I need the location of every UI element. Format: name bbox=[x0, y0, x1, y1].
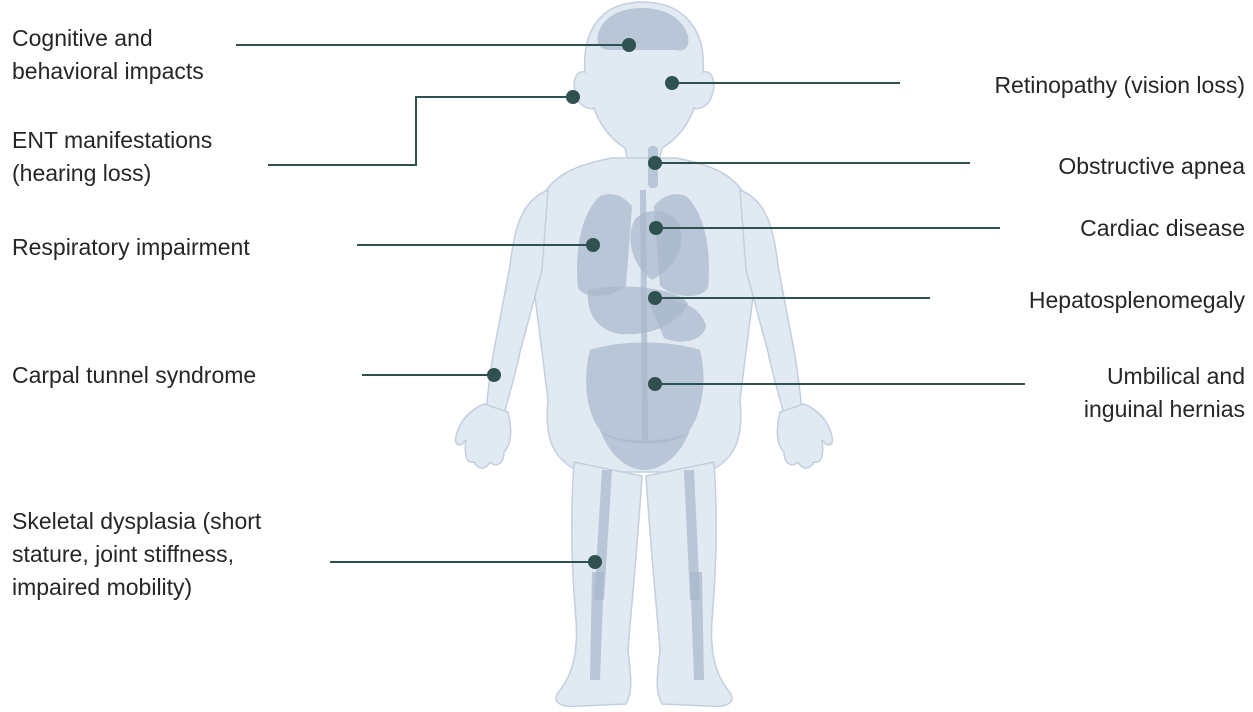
skeletal-dot bbox=[588, 555, 602, 569]
respiratory-label: Respiratory impairment bbox=[12, 231, 250, 264]
respiratory-label-line: Respiratory impairment bbox=[12, 231, 250, 264]
hepato-label: Hepatosplenomegaly bbox=[1029, 284, 1245, 317]
right-hand-shape bbox=[777, 404, 832, 468]
apnea-label: Obstructive apnea bbox=[1058, 150, 1245, 183]
skeletal-label-line: impaired mobility) bbox=[12, 571, 261, 604]
retinopathy-dot bbox=[665, 76, 679, 90]
cardiac-dot bbox=[649, 221, 663, 235]
carpal-dot bbox=[487, 368, 501, 382]
hepato-dot bbox=[648, 291, 662, 305]
left-hand-shape bbox=[456, 404, 511, 468]
skeletal-label: Skeletal dysplasia (short stature, joint… bbox=[12, 505, 261, 604]
apnea-dot bbox=[648, 156, 662, 170]
ent-dot bbox=[566, 90, 580, 104]
retinopathy-label-line: Retinopathy (vision loss) bbox=[994, 69, 1245, 102]
retinopathy-label: Retinopathy (vision loss) bbox=[994, 69, 1245, 102]
apnea-label-line: Obstructive apnea bbox=[1058, 150, 1245, 183]
ent-label-line: (hearing loss) bbox=[12, 157, 212, 190]
hernias-label-line: Umbilical and bbox=[1084, 360, 1245, 393]
skeletal-label-line: Skeletal dysplasia (short bbox=[12, 505, 261, 538]
cardiac-label: Cardiac disease bbox=[1080, 212, 1245, 245]
carpal-label-line: Carpal tunnel syndrome bbox=[12, 359, 256, 392]
carpal-label: Carpal tunnel syndrome bbox=[12, 359, 256, 392]
ent-leader bbox=[268, 97, 572, 165]
cognitive-label-line: Cognitive and bbox=[12, 22, 204, 55]
hernias-label: Umbilical and inguinal hernias bbox=[1084, 360, 1245, 426]
skeletal-label-line: stature, joint stiffness, bbox=[12, 538, 261, 571]
hepato-label-line: Hepatosplenomegaly bbox=[1029, 284, 1245, 317]
ent-label-line: ENT manifestations bbox=[12, 124, 212, 157]
respiratory-dot bbox=[586, 238, 600, 252]
cognitive-label-line: behavioral impacts bbox=[12, 55, 204, 88]
cardiac-label-line: Cardiac disease bbox=[1080, 212, 1245, 245]
cognitive-label: Cognitive and behavioral impacts bbox=[12, 22, 204, 88]
hernias-label-line: inguinal hernias bbox=[1084, 393, 1245, 426]
hernias-dot bbox=[648, 377, 662, 391]
cognitive-dot bbox=[622, 38, 636, 52]
ent-label: ENT manifestations (hearing loss) bbox=[12, 124, 212, 190]
